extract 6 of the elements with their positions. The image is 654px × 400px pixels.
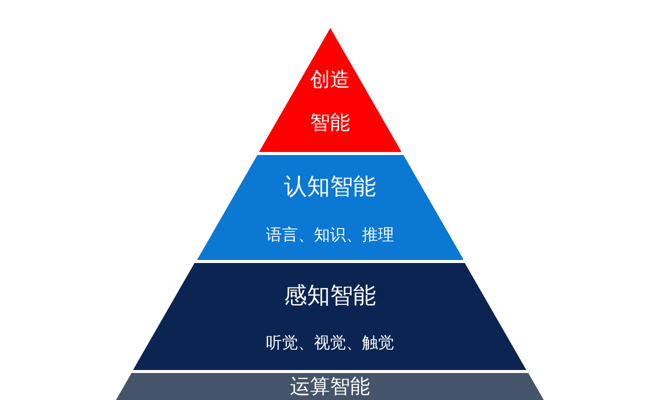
- layer-subtitle: 听觉、视觉、触觉: [266, 334, 394, 352]
- layer-title: 认知智能: [284, 174, 376, 200]
- layer-title: 运算智能: [290, 375, 370, 398]
- layer-title: 感知智能: [284, 283, 376, 310]
- layer-title: 创造智能: [308, 66, 351, 136]
- layer-subtitle: 语言、知识、推理: [266, 226, 394, 244]
